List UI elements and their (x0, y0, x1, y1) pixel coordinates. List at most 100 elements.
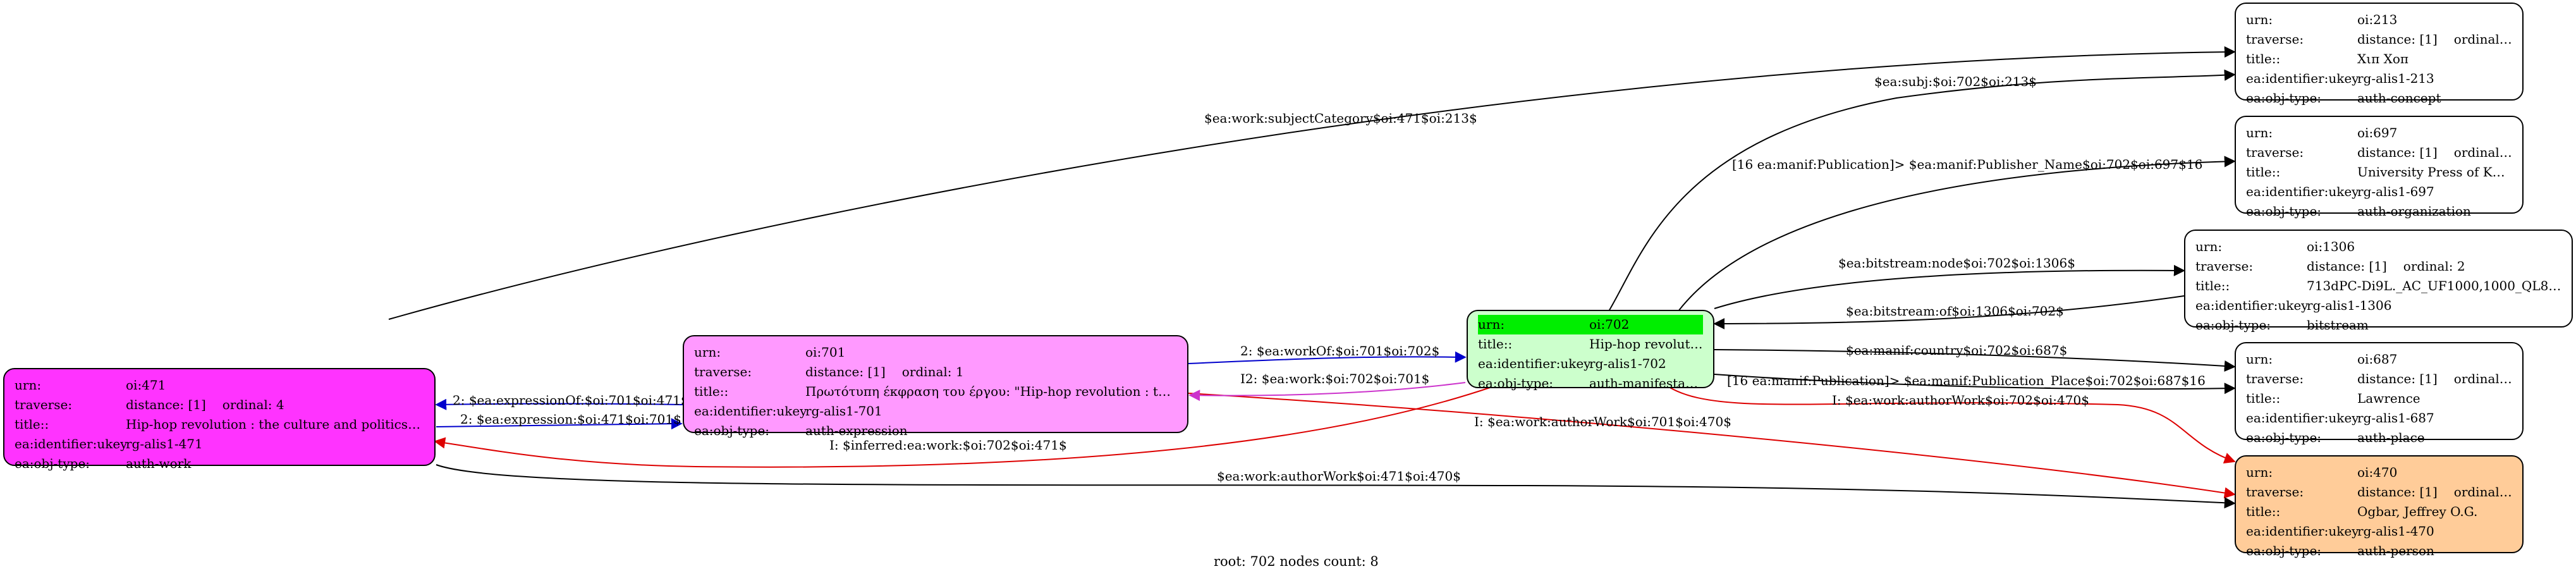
type-key: ea:obj-type: (15, 456, 90, 471)
ordinal-value: ordinal: 5 (2453, 484, 2512, 499)
ukey-key: ea:identifier:ukey (2246, 410, 2359, 426)
node-oi-470[interactable]: urn:oi:470 traverse:distance: [1]ordinal… (2235, 455, 2524, 558)
urn-value: oi:471 (126, 377, 166, 393)
ukey-key: ea:identifier:ukey (2246, 184, 2359, 199)
type-key: ea:obj-type: (2246, 430, 2322, 445)
edge-bitstream-of (1713, 295, 2185, 329)
type-value: auth-work (126, 456, 192, 471)
edge-label-bitstream-node: $ea:bitstream:node$oi:702$oi:1306$ (1838, 255, 2075, 271)
traverse-value: distance: [1] (2357, 371, 2438, 386)
node-oi-1306[interactable]: urn:oi:1306 traverse:distance: [1]ordina… (2184, 230, 2573, 333)
ukey-key: ea:identifier:ukey (1478, 356, 1591, 371)
edge-inferred-work (434, 386, 1492, 468)
urn-key: urn: (15, 377, 42, 393)
title-key: title:: (2246, 164, 2281, 180)
ukey-value: rg-alis1-470 (2357, 524, 2434, 539)
urn-key: urn: (2246, 125, 2273, 140)
node-oi-687[interactable]: urn:oi:687 traverse:distance: [1]ordinal… (2235, 342, 2524, 445)
node-oi-702[interactable]: urn:oi:702 title::Hip-hop revolution ea:… (1467, 310, 1714, 391)
node-oi-213[interactable]: urn:oi:213 traverse:distance: [1]ordinal… (2235, 3, 2524, 106)
traverse-key: traverse: (2246, 32, 2304, 47)
type-value: auth-concept (2357, 90, 2441, 106)
traverse-key: traverse: (2195, 259, 2254, 274)
urn-value: oi:702 (1589, 315, 1703, 334)
type-value: auth-manifestation (1589, 376, 1703, 391)
ukey-key: ea:identifier:ukey (2246, 524, 2359, 539)
ukey-value: rg-alis1-1306 (2307, 298, 2392, 313)
urn-value: oi:687 (2357, 352, 2398, 367)
traverse-key: traverse: (694, 364, 752, 379)
edge-label-publisher-name: [16 ea:manif:Publication]> $ea:manif:Pub… (1732, 157, 2203, 172)
edge-subj (1608, 69, 2236, 312)
ukey-value: rg-alis1-697 (2357, 184, 2434, 199)
title-key: title:: (1478, 336, 1513, 352)
traverse-key: traverse: (2246, 145, 2304, 160)
node-oi-697[interactable]: urn: oi:697 traverse: distance: [1] ordinal… (2235, 116, 2524, 219)
urn-value: oi:470 (2357, 465, 2398, 480)
edge-label-inferred-work: I: $inferred:ea:work:$oi:702$oi:471$ (829, 438, 1067, 453)
urn-key: urn: (2246, 465, 2273, 480)
ukey-value: rg-alis1-701 (805, 403, 882, 419)
urn-key: urn: (2246, 12, 2273, 27)
graph-footer: root: 702 nodes count: 8 (1214, 554, 1379, 569)
edge-author-work-701 (1188, 393, 2236, 499)
edge-author-work-702 (1668, 386, 2236, 464)
edge-country (1714, 349, 2236, 372)
ukey-value: rg-alis1-702 (1589, 356, 1666, 371)
edge-i2-work (1188, 382, 1466, 401)
title-value: Hip-hop revolution (1589, 336, 1703, 352)
ukey-key: ea:identifier:ukey (2195, 298, 2309, 313)
type-value: bitstream (2307, 317, 2369, 333)
urn-key: urn: (694, 345, 721, 360)
traverse-value: distance: [1] (2357, 484, 2438, 499)
traverse-value: distance: [1] (126, 397, 206, 412)
edge-author-work-471 (436, 464, 2236, 509)
edge-label-author-work-471: $ea:work:authorWork$oi:471$oi:470$ (1217, 469, 1461, 484)
type-value: auth-organization (2357, 204, 2471, 219)
ordinal-value: ordinal: 7 (2453, 145, 2512, 160)
type-key: ea:obj-type: (2246, 204, 2322, 219)
ukey-key: ea:identifier:ukey (2246, 71, 2359, 86)
edge-label-subject-category: $ea:work:subjectCategory$oi:471$oi:213$ (1204, 111, 1477, 126)
edge-expression-of (435, 398, 683, 410)
edge-label-author-work-701: I: $ea:work:authorWork$oi:701$oi:470$ (1474, 414, 1731, 429)
title-key: title:: (2246, 391, 2281, 406)
type-key: ea:obj-type: (2246, 90, 2322, 106)
edge-publisher-name (1678, 156, 2236, 312)
edge-label-country: $ea:manif:country$oi:702$oi:687$ (1846, 343, 2068, 358)
type-key: ea:obj-type: (2195, 317, 2271, 333)
ordinal-value: ordinal: 2 (2403, 259, 2465, 274)
traverse-value: distance: [1] (2357, 145, 2438, 160)
ukey-value: rg-alis1-213 (2357, 71, 2434, 86)
type-value: auth-person (2357, 543, 2434, 558)
urn-value: oi:697 (2357, 125, 2398, 140)
edge-label-work-of: 2: $ea:workOf:$oi:701$oi:702$ (1240, 343, 1440, 358)
title-key: title:: (2246, 51, 2281, 66)
edge-label-expression-of: 2: $ea:expressionOf:$oi:701$oi:471$ (453, 393, 689, 408)
ordinal-value: ordinal: 3 (2453, 371, 2512, 386)
ordinal-value: ordinal: 6 (2453, 32, 2512, 47)
node-oi-471[interactable]: urn:oi:471 traverse:distance: [1]ordinal… (3, 368, 436, 471)
traverse-key: traverse: (15, 397, 73, 412)
urn-value: oi:701 (805, 345, 846, 360)
traverse-key: traverse: (2246, 371, 2304, 386)
edge-bitstream-node (1714, 264, 2185, 309)
traverse-value: distance: [1] (2307, 259, 2387, 274)
edge-label-publication-place: [16 ea:manif:Publication]> $ea:manif:Pub… (1727, 373, 2206, 388)
type-key: ea:obj-type: (2246, 543, 2322, 558)
title-value: University Press of Kansas (2357, 164, 2512, 180)
type-value: auth-place (2357, 430, 2425, 445)
traverse-value: distance: [1] (805, 364, 886, 379)
urn-key: urn: (1478, 315, 1589, 334)
node-oi-701[interactable]: urn:oi:701 traverse:distance: [1]ordinal… (683, 335, 1188, 438)
title-key: title:: (15, 417, 49, 432)
traverse-value: distance: [1] (2357, 32, 2438, 47)
edge-label-subj: $ea:subj:$oi:702$oi:213$ (1874, 74, 2037, 89)
urn-value: oi:1306 (2307, 239, 2355, 254)
edge-label-expression: 2: $ea:expression:$oi:471$oi:701$ (460, 412, 681, 427)
edge-work-of (1188, 351, 1467, 364)
ukey-value: rg-alis1-687 (2357, 410, 2434, 426)
type-value: auth-expression (805, 423, 908, 438)
title-value: Πρωτότυπη έκφραση του έργου: "Hip-hop re… (805, 384, 1177, 399)
